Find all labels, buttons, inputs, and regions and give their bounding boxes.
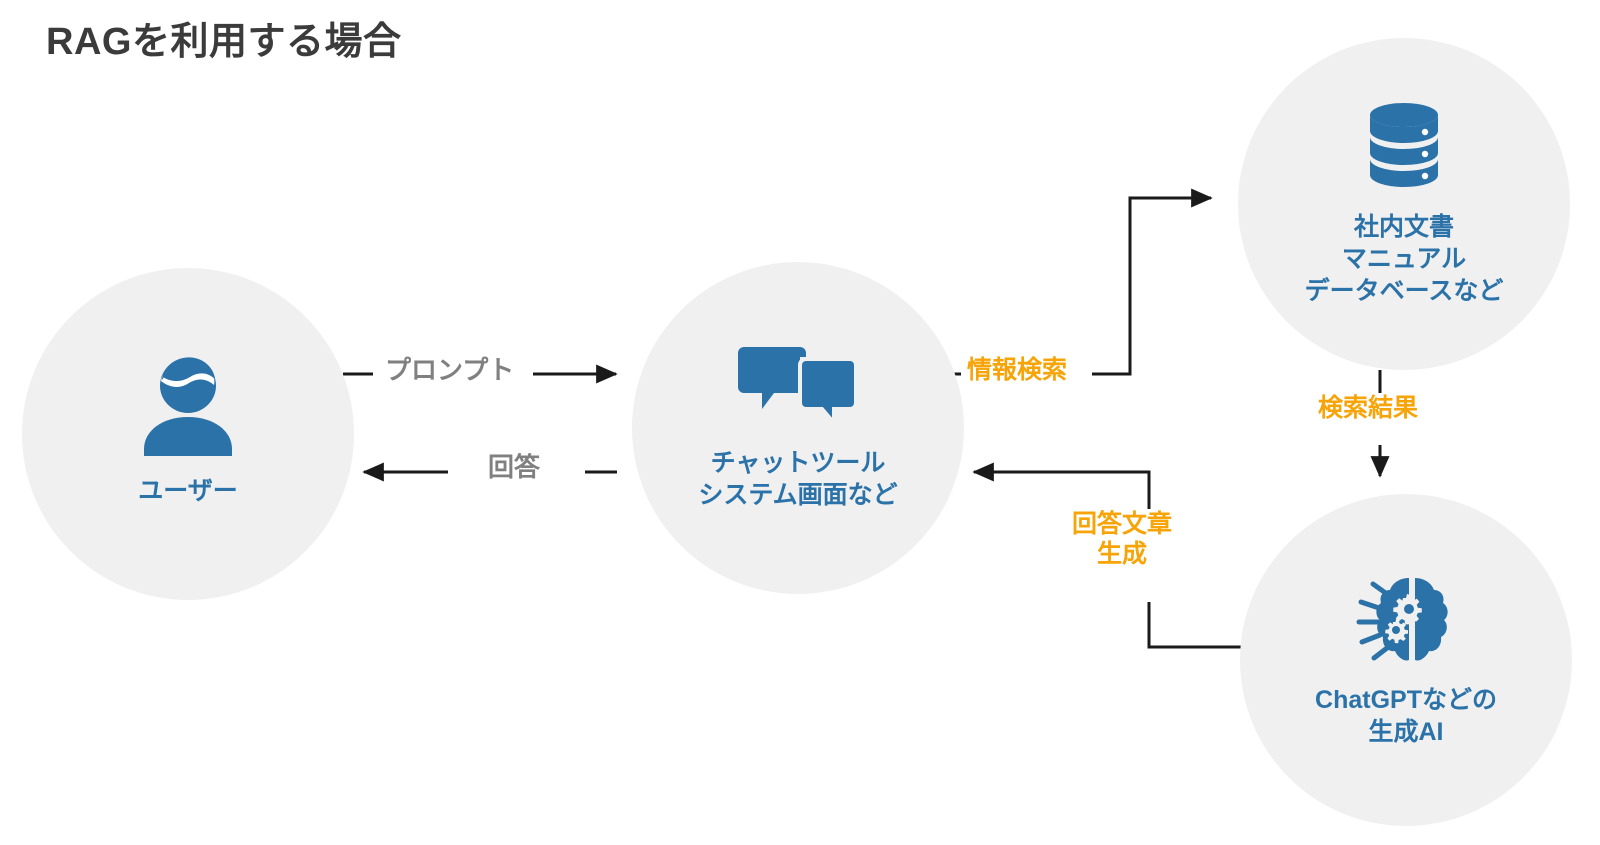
node-user-label: ユーザー [138, 477, 238, 505]
connector-search [941, 188, 1213, 376]
edge-label-generate: 回答文章 生成 [1068, 509, 1177, 569]
edge-label-prompt: プロンプト [381, 355, 519, 387]
edge-label-answer: 回答 [484, 452, 545, 484]
user-icon [140, 355, 236, 459]
node-chat-label: チャットツール システム画面など [698, 449, 898, 509]
node-database-label: 社内文書 マニュアル データベースなど [1304, 213, 1504, 305]
edge-label-result: 検索結果 [1314, 393, 1423, 423]
node-ai[interactable]: ChatGPTなどの 生成AI [1240, 494, 1572, 826]
chat-bubbles-icon [738, 341, 858, 433]
node-ai-label: ChatGPTなどの 生成AI [1315, 686, 1497, 746]
edge-label-search: 情報検索 [963, 355, 1072, 385]
node-database[interactable]: 社内文書 マニュアル データベースなど [1238, 38, 1570, 370]
brain-gears-icon [1347, 570, 1465, 670]
database-icon [1354, 99, 1454, 199]
node-user[interactable]: ユーザー [22, 268, 354, 600]
page-title: RAGを利用する場合 [46, 21, 402, 63]
node-chat[interactable]: チャットツール システム画面など [632, 262, 964, 594]
